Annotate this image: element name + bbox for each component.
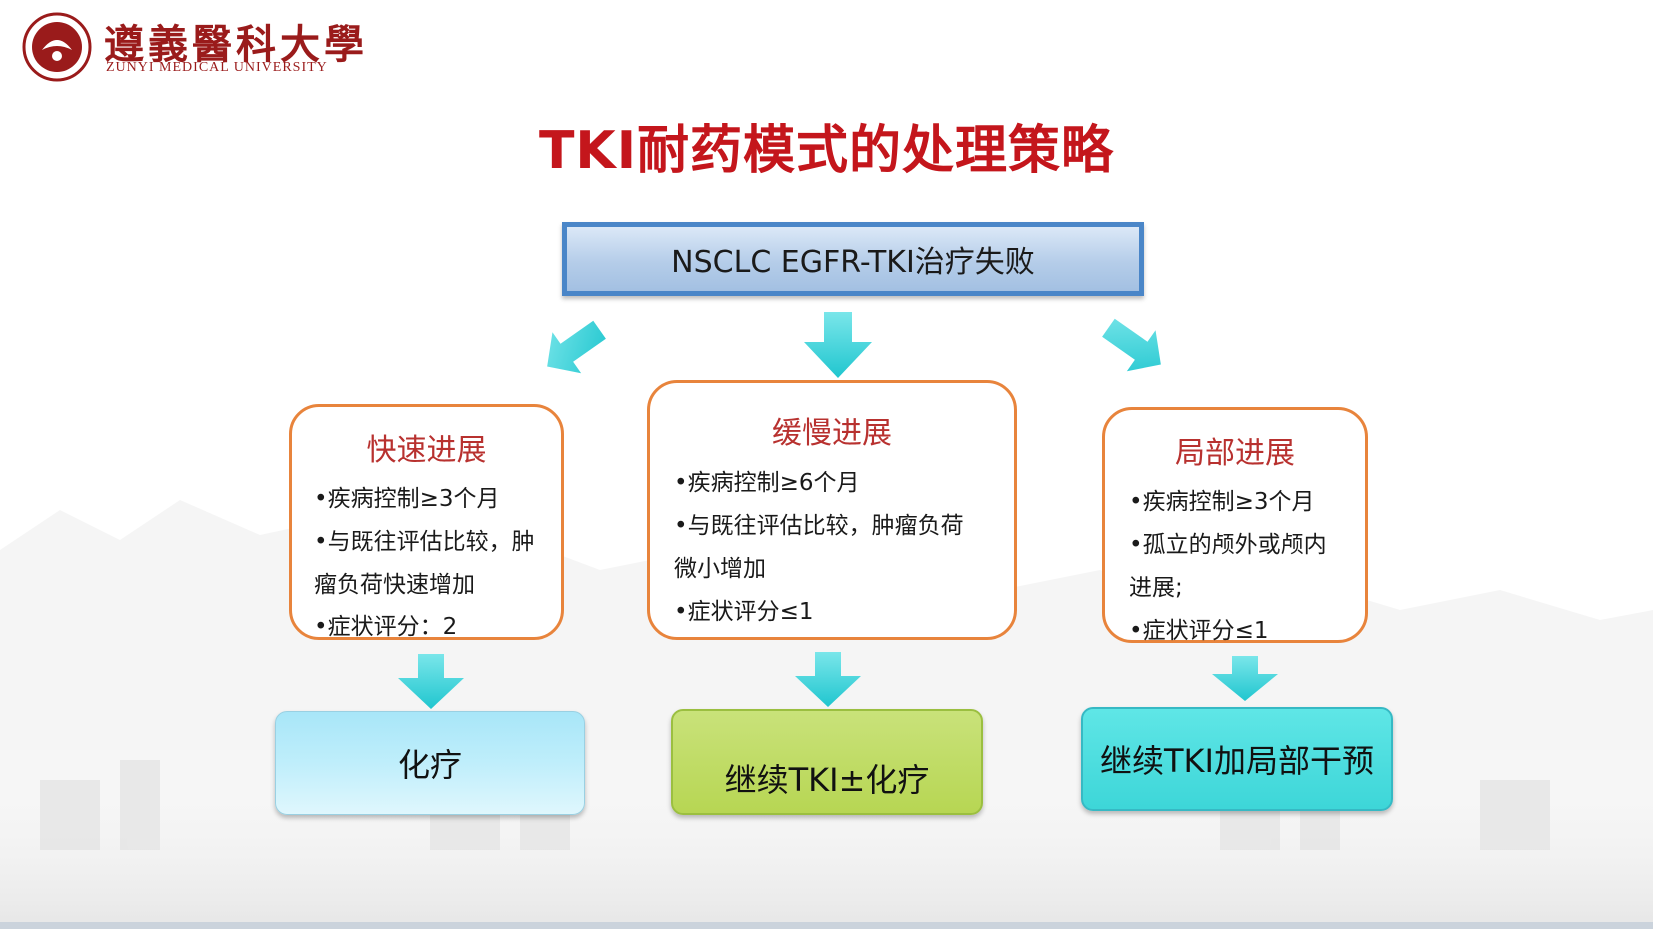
arrow-down-center-icon bbox=[804, 312, 872, 378]
arrow-down-icon bbox=[1212, 656, 1278, 701]
university-seal-icon bbox=[22, 12, 92, 82]
arrow-down-icon bbox=[795, 652, 861, 707]
branch-line: •与既往评估比较，肿瘤负荷 bbox=[674, 513, 964, 539]
arrow-down-icon bbox=[398, 654, 464, 709]
branch-title: 缓慢进展 bbox=[772, 416, 892, 451]
outcome-label: 继续TKI加局部干预 bbox=[1100, 742, 1374, 780]
branch-line: •症状评分：2 bbox=[314, 614, 458, 640]
university-name-cn: 遵義醫科大學 bbox=[104, 21, 368, 68]
slide-title: TKI耐药模式的处理策略 bbox=[538, 121, 1115, 181]
university-logo: 遵義醫科大學 ZUNYI MEDICAL UNIVERSITY bbox=[22, 12, 364, 82]
branch-line: •疾病控制≥3个月 bbox=[1129, 489, 1315, 515]
outcome-continue-tki-chemo: 继续TKI±化疗 bbox=[671, 709, 983, 815]
branch-line: •症状评分≤1 bbox=[674, 599, 814, 625]
branch-card-local: 局部进展 •疾病控制≥3个月 •孤立的颅外或颅内 进展; •症状评分≤1 bbox=[1102, 407, 1368, 644]
branch-card-slow: 缓慢进展 •疾病控制≥6个月 •与既往评估比较，肿瘤负荷 微小增加 •症状评分≤… bbox=[647, 380, 1017, 640]
university-name-en: ZUNYI MEDICAL UNIVERSITY bbox=[106, 60, 328, 75]
branch-line: •症状评分≤1 bbox=[1129, 618, 1269, 644]
branch-title: 快速进展 bbox=[366, 433, 487, 468]
arrow-down-right-icon bbox=[1102, 318, 1161, 372]
branch-line: 瘤负荷快速增加 bbox=[314, 572, 475, 598]
root-node: NSCLC EGFR-TKI治疗失败 bbox=[562, 222, 1144, 296]
branch-card-rapid: 快速进展 •疾病控制≥3个月 •与既往评估比较，肿 瘤负荷快速增加 •症状评分：… bbox=[289, 404, 564, 640]
arrow-down-left-icon bbox=[547, 320, 606, 374]
root-node-label: NSCLC EGFR-TKI治疗失败 bbox=[671, 245, 1035, 280]
branch-title: 局部进展 bbox=[1175, 436, 1295, 471]
branch-line: •疾病控制≥6个月 bbox=[674, 470, 860, 496]
branch-line: •疾病控制≥3个月 bbox=[314, 486, 500, 512]
branch-line: 进展; bbox=[1129, 575, 1183, 601]
branch-line: •孤立的颅外或颅内 bbox=[1129, 532, 1327, 558]
outcome-label: 继续TKI±化疗 bbox=[724, 761, 930, 799]
outcome-chemotherapy: 化疗 bbox=[275, 711, 585, 815]
outcome-label: 化疗 bbox=[397, 746, 462, 784]
branch-line: 微小增加 bbox=[674, 556, 766, 582]
outcome-continue-tki-local: 继续TKI加局部干预 bbox=[1081, 707, 1393, 811]
branch-line: •与既往评估比较，肿 bbox=[314, 529, 535, 555]
